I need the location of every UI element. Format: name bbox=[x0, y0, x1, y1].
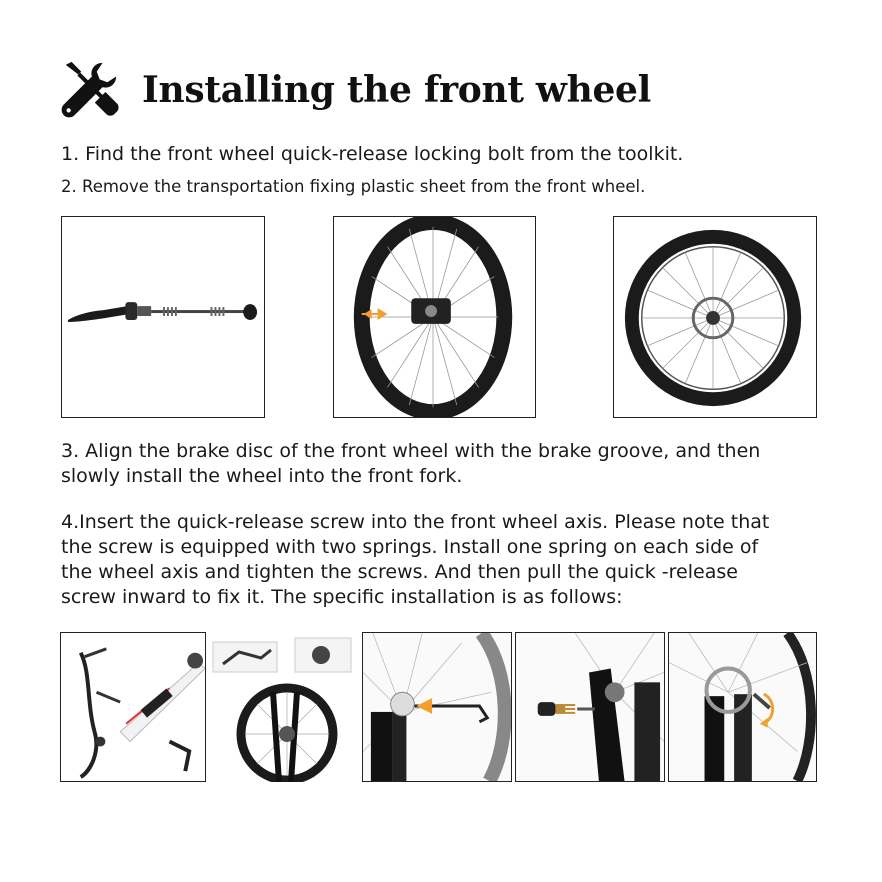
step-4-line-3: the wheel axis and tighten the screws. A… bbox=[61, 561, 738, 583]
step-2-text: 2. Remove the transportation fixing plas… bbox=[61, 177, 646, 196]
step-3-line-1: 3. Align the brake disc of the front whe… bbox=[61, 440, 761, 462]
step-1-text: 1. Find the front wheel quick-release lo… bbox=[61, 143, 684, 165]
tools-icon bbox=[61, 61, 119, 118]
tighten-lever-image bbox=[668, 632, 817, 782]
bike-frame-image bbox=[60, 632, 206, 782]
front-wheel-image bbox=[613, 216, 817, 418]
quick-release-bolt-image bbox=[61, 216, 265, 418]
wheel-into-fork-image bbox=[209, 632, 359, 782]
wheel-with-plastic-sheet-image bbox=[333, 216, 536, 418]
step-3-text: 3. Align the brake disc of the front whe… bbox=[61, 439, 760, 489]
page-header: Installing the front wheel bbox=[58, 58, 651, 122]
insert-screw-image bbox=[362, 632, 512, 782]
spring-placement-image bbox=[515, 632, 665, 782]
step-4-line-4: screw inward to fix it. The specific ins… bbox=[61, 586, 623, 608]
step-3-line-2: slowly install the wheel into the front … bbox=[61, 465, 463, 487]
page-title: Installing the front wheel bbox=[142, 69, 652, 111]
step-4-line-2: the screw is equipped with two springs. … bbox=[61, 536, 759, 558]
step-4-text: 4.Insert the quick-release screw into th… bbox=[61, 510, 769, 610]
step-4-line-1: 4.Insert the quick-release screw into th… bbox=[61, 511, 770, 533]
